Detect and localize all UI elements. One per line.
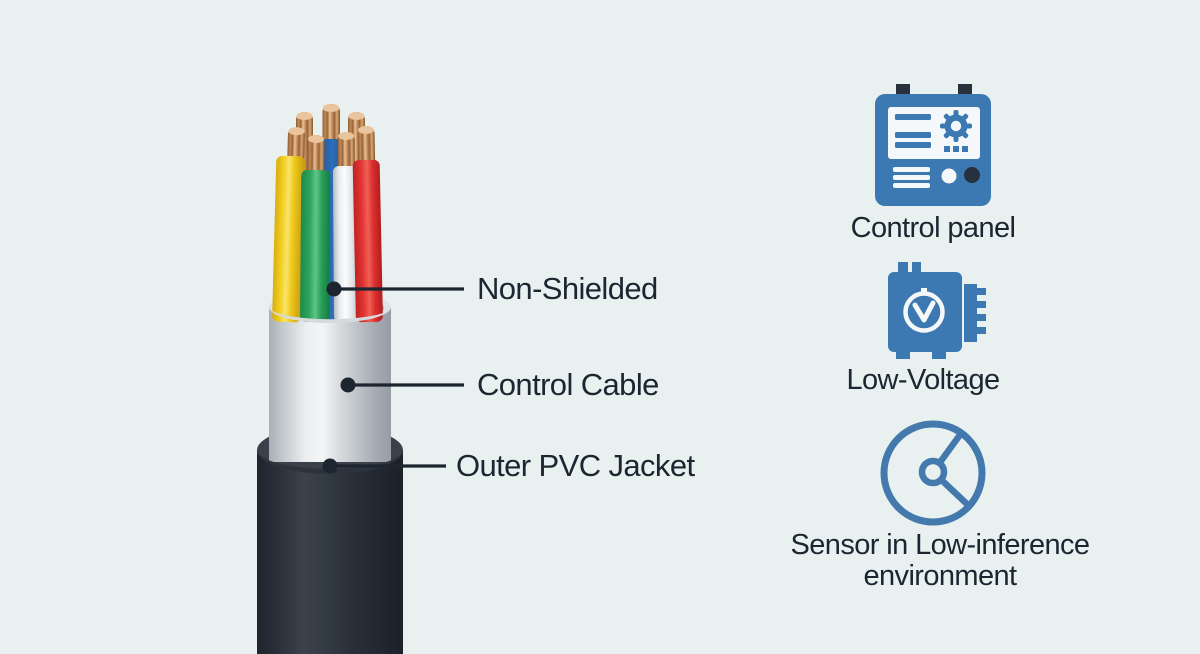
label-control-cable: Control Cable <box>477 367 659 402</box>
jacket-front-lip <box>257 450 403 474</box>
wire-red <box>352 126 383 323</box>
feature-label-control-panel: Control panel <box>850 212 1016 244</box>
low-voltage-icon <box>888 262 986 359</box>
sensor-gauge-icon <box>880 420 986 526</box>
wire-white <box>332 131 360 323</box>
control-panel-icon <box>875 84 991 206</box>
feature-label-sensor: Sensor in Low-inference environment <box>790 529 1091 592</box>
feature-label-low-voltage: Low-Voltage <box>846 364 1000 396</box>
wire-yellow <box>272 127 306 323</box>
sheath-front-lip <box>269 307 391 323</box>
label-outer-pvc-jacket: Outer PVC Jacket <box>456 448 695 483</box>
label-non-shielded: Non-Shielded <box>477 271 658 306</box>
leader-lines <box>322 281 464 474</box>
gear-icon <box>940 110 972 142</box>
wire-green <box>300 135 331 323</box>
